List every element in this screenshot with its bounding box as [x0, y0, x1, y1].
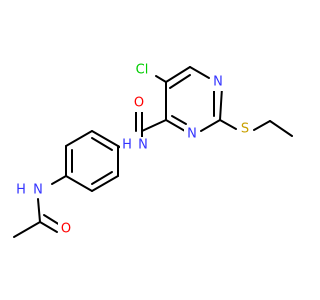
molecule-structure: Cl N N S O N H N: [13, 62, 293, 238]
bond-ph5-ph6-inner: [91, 171, 113, 185]
atom-h-acetamide: H: [14, 182, 28, 198]
bond-ph4-ph5: [65, 175, 93, 192]
atom-h-amide: H: [120, 137, 134, 153]
atom-cl: Cl: [131, 62, 153, 79]
bond-c4-ccarbonyl: [141, 119, 167, 132]
atom-s: S: [237, 121, 253, 138]
bond-c2-s: [219, 119, 237, 130]
bond-n1-c2: [219, 87, 223, 121]
bond-ch2-ch3: [269, 120, 293, 137]
atom-cl-label: Cl: [136, 63, 149, 78]
atom-h-amide-label: H: [122, 138, 132, 153]
atom-h-acetamide-label: H: [16, 183, 26, 198]
bond-ph5-ph6: [91, 175, 119, 192]
atom-o-amide: O: [131, 95, 147, 112]
bond-s-ch2: [253, 120, 271, 131]
bond-c5-c6: [165, 66, 191, 83]
bond-ph1-ph2: [91, 130, 119, 147]
atom-n-acetamide-label: N: [33, 183, 43, 198]
atom-o-acetyl: O: [58, 221, 74, 238]
atom-o-acetyl-label: O: [61, 222, 71, 237]
atom-n-amide: N: [135, 137, 151, 153]
bond-nacetamide-cacyl: [37, 198, 41, 223]
bond-c5-cl: [155, 75, 167, 83]
bond-cacyl-ch3: [13, 221, 41, 238]
bond-ph4-nacetamide: [51, 175, 67, 185]
atom-n-acetamide: N: [30, 182, 46, 198]
bond-cacyl-o: [39, 221, 58, 233]
atom-n-ring-top: N: [210, 74, 226, 91]
atom-n-amide-label: N: [138, 138, 148, 153]
molecule-diagram: Cl N N S O N H N: [13, 62, 293, 238]
atom-s-label: S: [241, 122, 249, 137]
bond-c5-c6-inner: [169, 74, 191, 89]
bond-c6-n1: [189, 66, 210, 79]
atom-n-ring-bottom-label: N: [187, 127, 197, 142]
bond-cacyl-o-second: [43, 214, 61, 226]
bond-ph1-ph2-inner: [91, 137, 113, 151]
bond-n3-c4: [165, 119, 186, 132]
bond-n3-c4-inner: [171, 115, 187, 125]
bond-ph2-ph3: [65, 130, 93, 147]
bond-c2-n3: [200, 119, 221, 132]
atom-o-amide-label: O: [134, 96, 144, 111]
atom-n-ring-bottom: N: [184, 126, 200, 143]
atom-n-ring-top-label: N: [213, 75, 223, 90]
